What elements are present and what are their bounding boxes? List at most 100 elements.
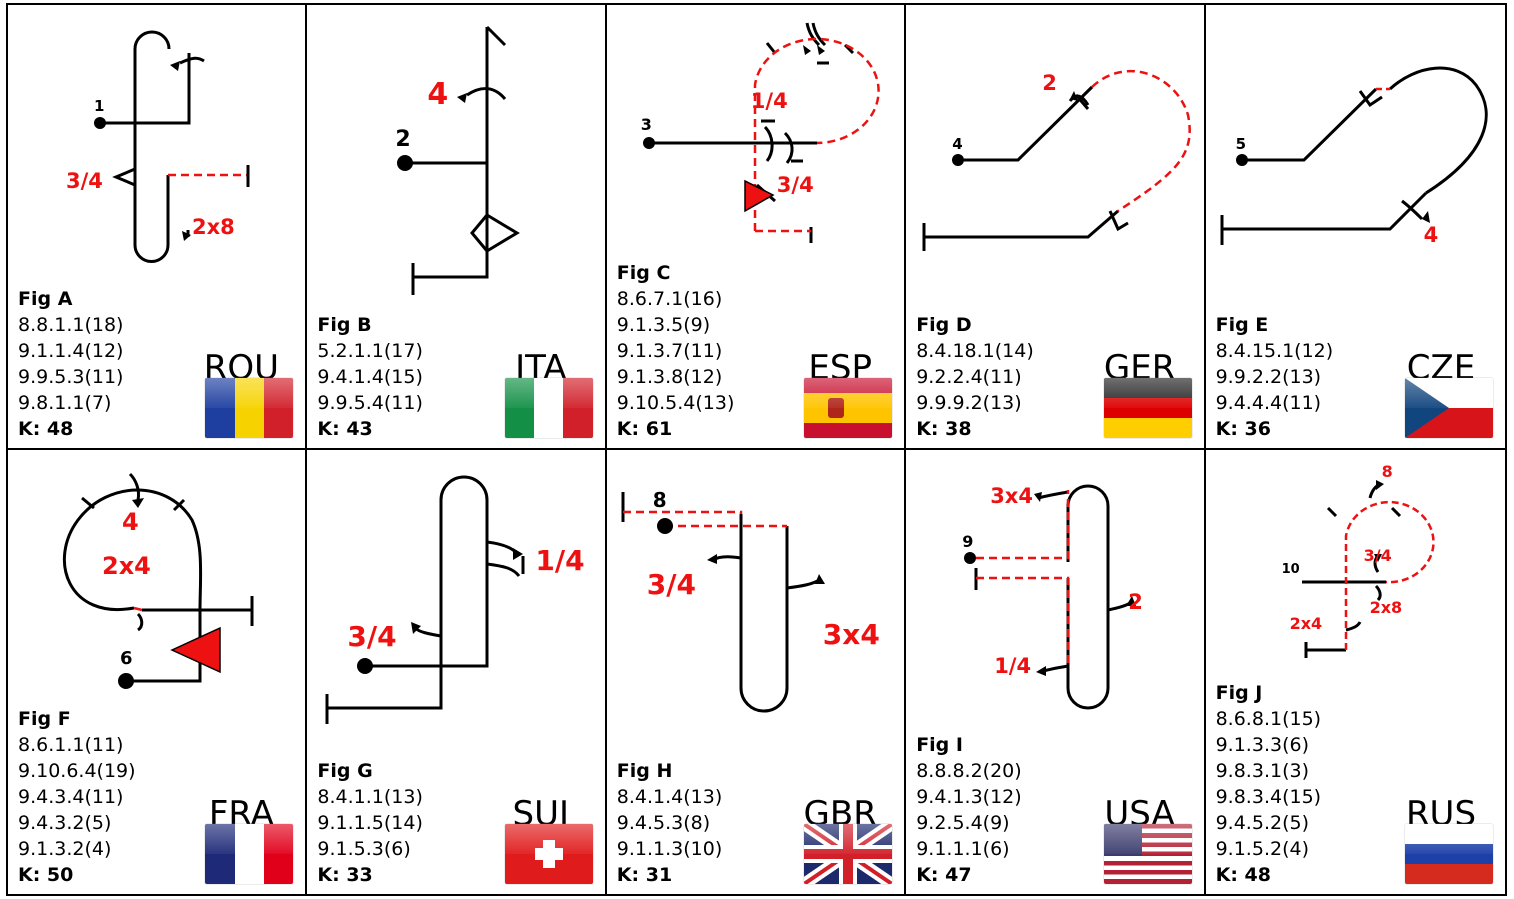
k-factor: K: 38	[916, 417, 972, 440]
k-factor: K: 31	[616, 864, 673, 886]
figure-j-label-2: 3/4	[1363, 545, 1392, 565]
figure-code: 9.4.3.2(5)	[18, 812, 112, 834]
cell-fig-g: 1/4 3/4 Fig G 8.4.1.1(13) 9.1.1.5(14) 9.…	[307, 449, 607, 894]
figure-title: Fig G	[317, 760, 373, 782]
figure-i-diagram	[964, 484, 1137, 709]
figure-code: 9.1.5.2(4)	[1215, 838, 1309, 860]
figure-title: Fig H	[616, 760, 673, 782]
figure-h-diagram	[621, 491, 825, 712]
figure-title: Fig D	[916, 313, 972, 336]
figure-i-label-3: 1/4	[994, 653, 1032, 678]
figure-code: 9.9.9.2(13)	[916, 391, 1022, 414]
czech-flag-icon	[1404, 377, 1493, 438]
figure-h-number: 8	[652, 487, 667, 512]
figure-title: Fig A	[18, 287, 73, 310]
figure-title: Fig J	[1215, 682, 1263, 704]
figure-c-label-1: 1/4	[750, 89, 788, 113]
france-flag-icon	[205, 824, 294, 884]
figure-b-number: 2	[395, 127, 411, 152]
figure-d-diagram	[922, 69, 1192, 251]
figure-a-diagram	[94, 30, 250, 263]
figure-a-label-1: 3/4	[66, 169, 103, 193]
figure-code: 9.10.5.4(13)	[616, 391, 735, 414]
figure-code: 9.4.1.4(15)	[317, 365, 423, 388]
figure-code: 9.9.5.3(11)	[18, 365, 124, 388]
switzerland-flag-icon	[504, 824, 593, 884]
figure-code: 9.2.5.4(9)	[916, 812, 1010, 834]
figure-h-label-1: 3/4	[646, 567, 696, 601]
romania-flag-icon	[205, 377, 294, 438]
figure-code: 9.1.5.3(6)	[317, 838, 411, 860]
usa-flag-icon	[1103, 824, 1192, 884]
figure-c-number: 3	[640, 115, 652, 134]
cell-fig-j: 10 8 3/4 2x8 2x4 Fig J 8.6.8.1(15) 9.1.3…	[1206, 450, 1505, 895]
info-block: Fig A 8.8.1.1(18) 9.1.1.4(12) 9.9.5.3(11…	[18, 286, 123, 442]
figure-b-label-1: 4	[427, 77, 449, 112]
figure-code: 9.8.1.1(7)	[18, 391, 112, 414]
figure-code: 9.2.2.4(11)	[916, 365, 1022, 388]
figure-code: 9.1.3.5(9)	[616, 313, 711, 336]
figure-g-label-2: 3/4	[347, 619, 397, 653]
uk-flag-icon	[804, 824, 893, 884]
figure-code: 9.1.1.5(14)	[317, 812, 423, 834]
info-block: Fig C 8.6.7.1(16) 9.1.3.5(9) 9.1.3.7(11)…	[617, 260, 735, 442]
k-factor: K: 61	[616, 417, 673, 440]
figure-code: 8.8.8.2(20)	[916, 760, 1022, 782]
cell-fig-e: 5 4 Fig E 8.4.15.1(12) 9.9.2.2(13) 9.4.4…	[1205, 5, 1505, 450]
germany-flag-icon	[1103, 377, 1192, 438]
info-block: Fig D 8.4.18.1(14) 9.2.2.4(11) 9.9.9.2(1…	[916, 312, 1034, 442]
figure-code: 8.6.7.1(16)	[616, 287, 723, 310]
figure-code: 9.1.3.3(6)	[1215, 734, 1309, 756]
k-factor: K: 47	[916, 864, 972, 886]
italy-flag-icon	[504, 377, 593, 438]
cell-fig-h: 8 3/4 3x4 Fig H 8.4.1.4(13) 9.4.5.3(8) 9…	[607, 449, 907, 894]
figure-e-number: 5	[1235, 135, 1247, 153]
figure-code: 9.4.3.4(11)	[18, 786, 124, 808]
figure-code: 8.6.1.1(11)	[18, 734, 124, 756]
figure-title: Fig E	[1215, 313, 1269, 336]
k-factor: K: 36	[1215, 417, 1271, 440]
figure-c-label-2: 3/4	[776, 173, 814, 197]
figure-grid: 1 3/4 2x8 Fig A 8.8.1.1(18) 9.1.1.4(12) …	[6, 3, 1507, 896]
figure-a-number: 1	[94, 97, 105, 115]
k-factor: K: 43	[317, 417, 373, 440]
cell-fig-c: 3 1/4 3/4 Fig C 8.6.7.1(16) 9.1.3.5(9) 9…	[606, 5, 907, 450]
figure-j-diagram	[1301, 479, 1435, 658]
figure-code: 9.4.1.3(12)	[916, 786, 1022, 808]
k-factor: K: 50	[18, 864, 74, 886]
figure-code: 8.4.15.1(12)	[1215, 339, 1334, 362]
figure-e-diagram	[1220, 66, 1488, 245]
info-block: Fig G 8.4.1.1(13) 9.1.1.5(14) 9.1.5.3(6)…	[317, 758, 422, 888]
figure-f-label-2: 2x4	[102, 551, 151, 580]
figure-code: 9.1.1.1(6)	[916, 838, 1010, 860]
figure-j-label-3: 2x8	[1369, 597, 1403, 617]
figure-code: 8.4.18.1(14)	[916, 339, 1034, 362]
figure-f-label-1: 4	[122, 507, 139, 536]
k-factor: K: 33	[317, 864, 373, 886]
figure-code: 9.4.5.3(8)	[616, 812, 711, 834]
figure-code: 9.8.3.4(15)	[1215, 786, 1322, 808]
figure-title: Fig B	[317, 313, 372, 336]
cell-fig-b: 2 4 Fig B 5.2.1.1(17) 9.4.1.4(15) 9.9.5.…	[307, 5, 607, 450]
k-factor: K: 48	[18, 417, 74, 440]
figure-code: 8.4.1.4(13)	[616, 786, 723, 808]
info-block: Fig I 8.8.8.2(20) 9.4.1.3(12) 9.2.5.4(9)…	[916, 732, 1021, 888]
russia-flag-icon	[1404, 824, 1493, 884]
figure-j-label-1: 8	[1381, 461, 1393, 481]
figure-title: Fig C	[616, 261, 671, 284]
figure-code: 8.8.1.1(18)	[18, 313, 124, 336]
figure-title: Fig F	[18, 708, 71, 730]
figure-code: 9.1.1.3(10)	[616, 838, 723, 860]
info-block: Fig J 8.6.8.1(15) 9.1.3.3(6) 9.8.3.1(3) …	[1216, 680, 1321, 888]
info-block: Fig E 8.4.15.1(12) 9.9.2.2(13) 9.4.4.4(1…	[1216, 312, 1334, 442]
figure-a-label-2: 2x8	[192, 215, 235, 239]
figure-j-number: 10	[1281, 561, 1300, 577]
figure-code: 9.4.4.4(11)	[1215, 391, 1322, 414]
info-block: Fig H 8.4.1.4(13) 9.4.5.3(8) 9.1.1.3(10)…	[617, 758, 722, 888]
figure-i-label-2: 2	[1128, 589, 1143, 614]
figure-e-label-1: 4	[1423, 223, 1439, 247]
figure-code: 8.4.1.1(13)	[317, 786, 423, 808]
figure-h-label-2: 3x4	[822, 617, 880, 651]
figure-j-label-4: 2x4	[1289, 613, 1323, 633]
figure-code: 5.2.1.1(17)	[317, 339, 423, 362]
